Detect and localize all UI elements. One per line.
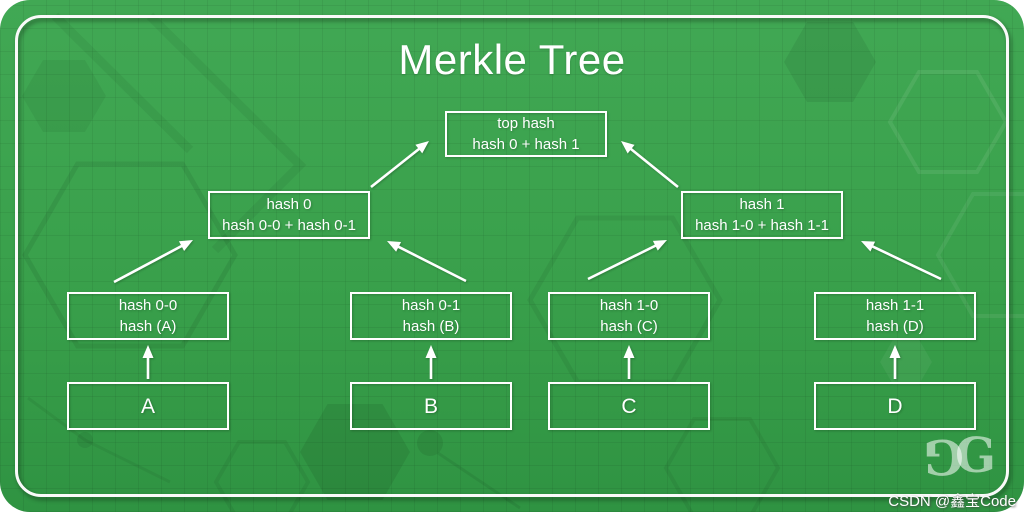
node-label: B xyxy=(423,394,438,418)
node-hash-1-0: hash 1-0 hash (C) xyxy=(548,292,710,340)
logo-letter: G xyxy=(955,428,996,484)
diagram-title: Merkle Tree xyxy=(398,36,626,83)
geeksforgeeks-logo: GG xyxy=(923,428,996,484)
node-hash-1: hash 1 hash 1-0 + hash 1-1 xyxy=(681,191,843,239)
node-data-b: B xyxy=(350,382,512,430)
logo-letter-flipped: G xyxy=(923,428,964,484)
node-label: A xyxy=(140,394,155,418)
node-label: D xyxy=(887,394,903,418)
node-hash-0: hash 0 hash 0-0 + hash 0-1 xyxy=(208,191,370,239)
node-sublabel: hash 0 + hash 1 xyxy=(472,136,580,153)
node-label: hash 1-0 xyxy=(599,297,659,314)
node-hash-1-1: hash 1-1 hash (D) xyxy=(814,292,976,340)
node-sublabel: hash (D) xyxy=(866,318,924,335)
node-label: hash 0 xyxy=(266,196,312,213)
node-label: hash 0-0 xyxy=(118,297,178,314)
watermark: CSDN @鑫宝Code xyxy=(888,493,1016,510)
node-data-c: C xyxy=(548,382,710,430)
node-label: hash 1-1 xyxy=(865,297,925,314)
node-data-a: A xyxy=(67,382,229,430)
node-hash-0-1: hash 0-1 hash (B) xyxy=(350,292,512,340)
node-sublabel: hash 1-0 + hash 1-1 xyxy=(695,217,829,234)
node-sublabel: hash (B) xyxy=(402,318,460,335)
node-label: hash 0-1 xyxy=(401,297,461,314)
node-sublabel: hash (A) xyxy=(119,318,177,335)
node-label: top hash xyxy=(497,115,555,132)
node-label: C xyxy=(621,394,637,418)
node-sublabel: hash 0-0 + hash 0-1 xyxy=(222,217,356,234)
node-label: hash 1 xyxy=(739,196,785,213)
node-sublabel: hash (C) xyxy=(600,318,658,335)
node-data-d: D xyxy=(814,382,976,430)
node-top-hash: top hash hash 0 + hash 1 xyxy=(445,111,607,157)
node-hash-0-0: hash 0-0 hash (A) xyxy=(67,292,229,340)
